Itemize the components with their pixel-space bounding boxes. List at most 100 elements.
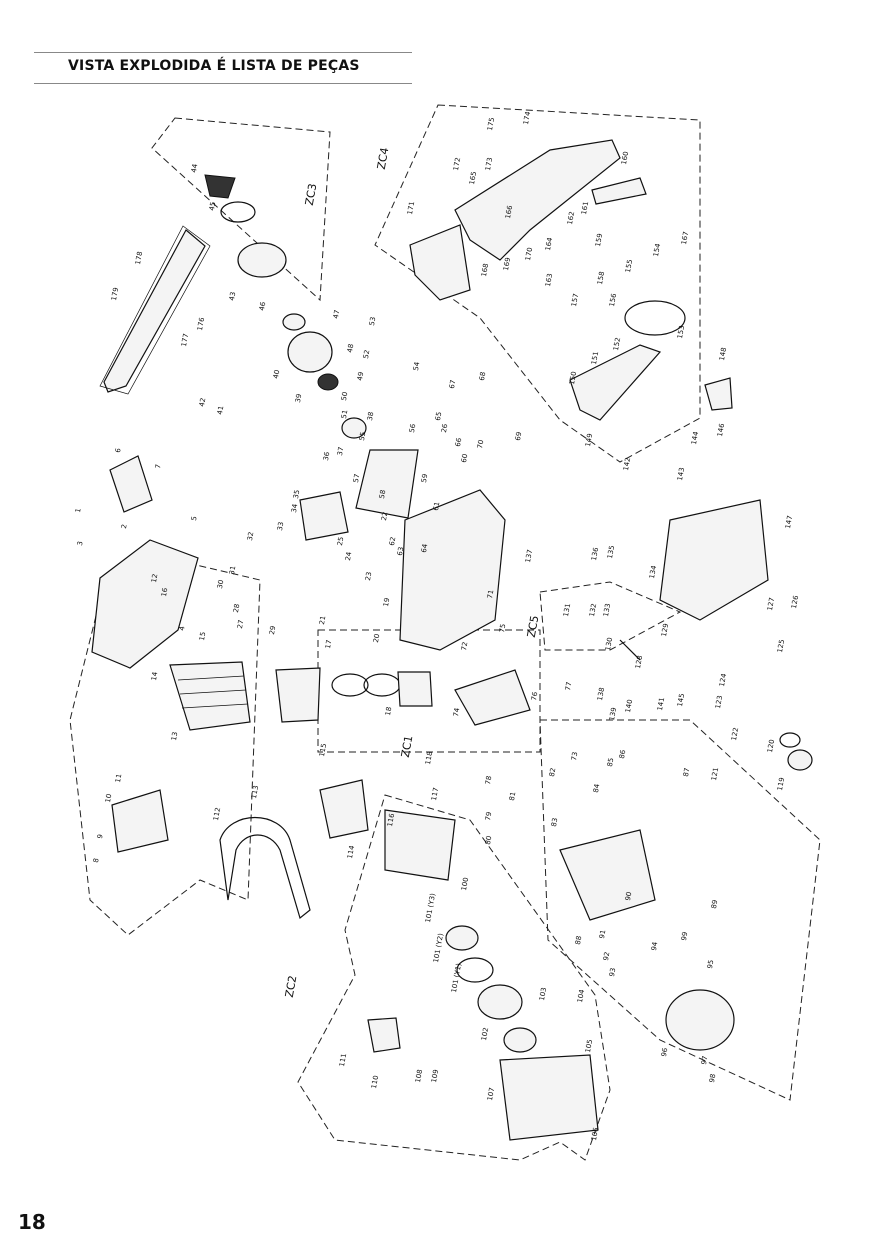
part-label: 93 xyxy=(608,967,618,978)
part-label: 44 xyxy=(190,163,200,174)
part-label: 98 xyxy=(708,1073,718,1084)
flywheel xyxy=(665,989,735,1051)
part-label: 19 xyxy=(382,597,392,608)
part-label: 48 xyxy=(346,343,356,354)
carburetor xyxy=(299,491,349,541)
part-label: 35 xyxy=(292,489,302,500)
part-label: 66 xyxy=(454,437,464,448)
starter-handle xyxy=(367,1017,401,1053)
clutch-spider xyxy=(204,174,236,199)
part-label: 56 xyxy=(408,423,418,434)
part-label: 26 xyxy=(440,423,450,434)
part-label: 95 xyxy=(706,959,716,970)
part-label: 28 xyxy=(232,603,242,614)
part-label: 67 xyxy=(448,379,458,390)
zone-zc3-outline xyxy=(151,117,331,302)
part-label: 49 xyxy=(356,371,366,382)
part-label: 59 xyxy=(420,473,430,484)
part-label: 20 xyxy=(372,633,382,644)
zone-ignition-outline xyxy=(69,559,261,936)
part-label: 83 xyxy=(550,817,560,828)
part-label: 30 xyxy=(216,579,226,590)
piston-ring-2 xyxy=(363,673,401,697)
part-label: 54 xyxy=(412,361,422,372)
part-label: 34 xyxy=(290,503,300,514)
part-label: 24 xyxy=(344,551,354,562)
part-label: 74 xyxy=(452,707,462,718)
part-label: 47 xyxy=(332,309,342,320)
part-119 xyxy=(787,749,813,771)
part-label: 51 xyxy=(340,409,350,420)
part-label: 46 xyxy=(258,301,268,312)
cylinder xyxy=(169,661,251,731)
part-label: 29 xyxy=(268,625,278,636)
part-label: 92 xyxy=(602,951,612,962)
part-label: 81 xyxy=(508,791,518,802)
part-label: 38 xyxy=(366,411,376,422)
part-label: 57 xyxy=(352,473,362,484)
guide-bar xyxy=(103,229,206,393)
part-label: 65 xyxy=(434,411,444,422)
part-label: 23 xyxy=(364,571,374,582)
part-label: 87 xyxy=(682,767,692,778)
ignition-coil xyxy=(319,779,369,839)
ring-120 xyxy=(779,732,801,748)
part-label: 33 xyxy=(276,521,286,532)
part-label: 94 xyxy=(650,941,660,952)
part-label: 86 xyxy=(618,749,628,760)
part-label: 61 xyxy=(432,501,442,512)
air-filter-cover xyxy=(91,539,199,669)
part-label: 52 xyxy=(362,349,372,360)
starter-cover xyxy=(499,1054,599,1141)
part-label: 14 xyxy=(150,671,160,682)
part-label: 90 xyxy=(624,891,634,902)
front-handle-bar xyxy=(219,817,311,920)
part-label: 40 xyxy=(272,369,282,380)
part-label: 96 xyxy=(660,1047,670,1058)
part-label: 27 xyxy=(236,619,246,630)
part-label: 11 xyxy=(114,773,124,784)
top-handle-cover xyxy=(454,139,621,261)
part-label: 69 xyxy=(514,431,524,442)
part-label: 36 xyxy=(322,451,332,462)
piston-ring-1 xyxy=(331,673,369,697)
page-header: VISTA EXPLODIDA É LISTA DE PEÇAS xyxy=(34,52,412,84)
washer-47 xyxy=(282,313,306,331)
part-label: 68 xyxy=(478,371,488,382)
part-label: 42 xyxy=(198,397,208,408)
part-label: 13 xyxy=(170,731,180,742)
zone-zc2-outline xyxy=(297,794,611,1161)
part-label: 75 xyxy=(498,623,508,634)
part-label: 16 xyxy=(160,587,170,598)
chain-brake-plate xyxy=(384,809,456,881)
spring-153 xyxy=(624,300,686,336)
sprocket-51 xyxy=(341,417,367,439)
part-label: 72 xyxy=(460,641,470,652)
part-label: 12 xyxy=(150,573,160,584)
zone-zc4-outline xyxy=(374,104,701,463)
part-label: 70 xyxy=(476,439,486,450)
clutch-shoes xyxy=(237,242,287,278)
part-label: 88 xyxy=(574,935,584,946)
plate-6 xyxy=(109,455,153,513)
part-label: 22 xyxy=(380,511,390,522)
part-label: 76 xyxy=(530,691,540,702)
part-label: 41 xyxy=(216,405,226,416)
part-label: 85 xyxy=(606,757,616,768)
part-label: 71 xyxy=(486,589,496,600)
part-label: 37 xyxy=(336,446,346,457)
engine-housing xyxy=(355,449,419,519)
part-label: 25 xyxy=(336,536,346,547)
part-label: 45 xyxy=(208,201,218,212)
part-label: 53 xyxy=(368,316,378,327)
part-label: 80 xyxy=(484,835,494,846)
spring-y2 xyxy=(456,957,494,983)
piston xyxy=(397,671,433,707)
part-label: 10 xyxy=(104,793,114,804)
part-label: 39 xyxy=(294,393,304,404)
spring-103 xyxy=(503,1027,537,1053)
crankshaft xyxy=(454,669,531,726)
part-label: 84 xyxy=(592,783,602,794)
page-number: 18 xyxy=(18,1210,46,1234)
part-label: 58 xyxy=(378,489,388,500)
